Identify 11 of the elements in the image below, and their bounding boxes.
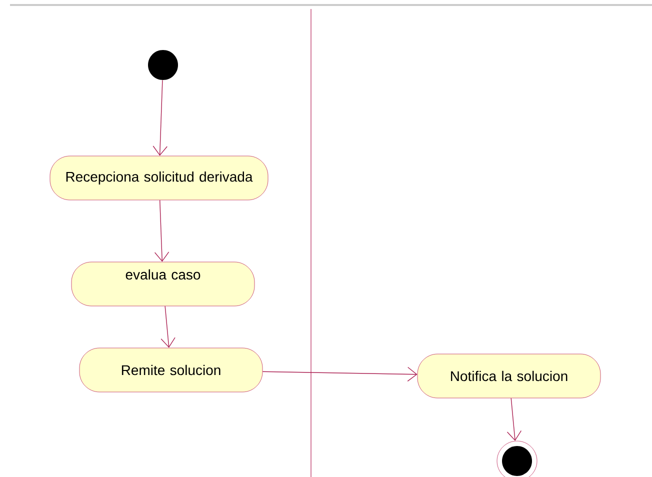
end-node (496, 440, 538, 477)
arrow (262, 366, 418, 382)
action-box: evalua caso (71, 262, 255, 306)
start-node (148, 50, 178, 80)
arrow (154, 200, 170, 262)
arrow (152, 80, 168, 156)
action-box: Notifica la solucion (417, 354, 601, 398)
arrow (160, 306, 176, 348)
action-box: Recepciona solicitud derivada (50, 156, 268, 200)
arrow (506, 398, 522, 441)
action-box: Remite solucion (79, 348, 263, 392)
